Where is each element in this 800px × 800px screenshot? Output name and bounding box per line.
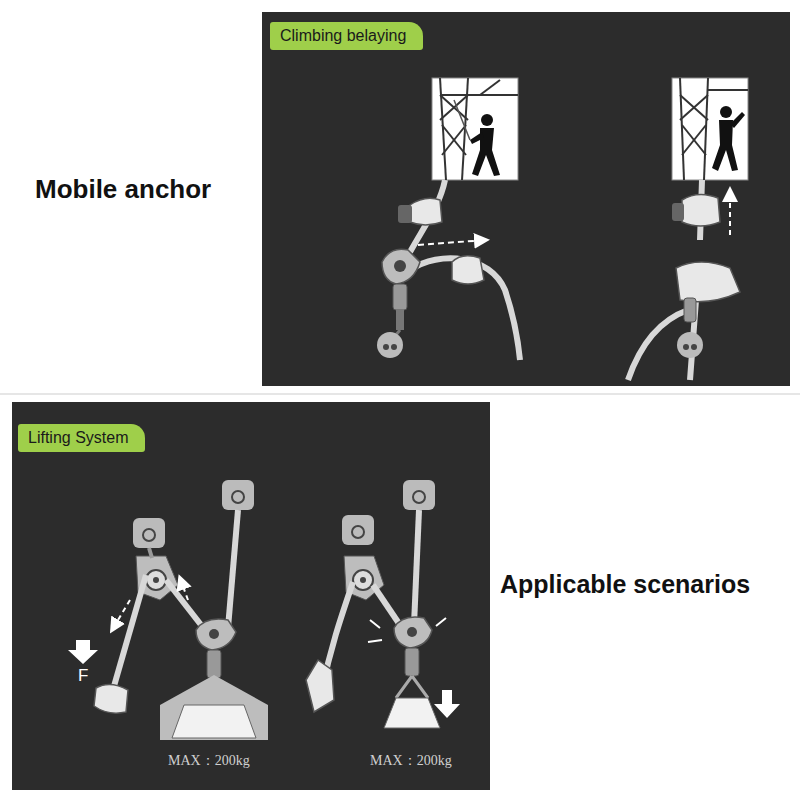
load-limit: MAX：200kg	[370, 752, 452, 770]
top-panel	[262, 12, 790, 386]
force-label: F	[78, 666, 88, 686]
tower-frame	[432, 78, 518, 180]
section-tag: Lifting System	[18, 424, 145, 452]
load-limit: MAX：200kg	[168, 752, 250, 770]
tag-text: Lifting System	[28, 428, 135, 448]
side-caption: Mobile anchor	[35, 174, 211, 205]
section-tag: Climbing belaying	[270, 22, 423, 50]
tag-text: Climbing belaying	[280, 26, 413, 46]
lifting-right	[306, 480, 460, 728]
belay-device	[377, 249, 420, 358]
side-caption: Applicable scenarios	[500, 570, 750, 599]
lifting-left	[68, 480, 268, 740]
bottom-panel	[12, 402, 490, 790]
tower-frame	[672, 78, 748, 180]
